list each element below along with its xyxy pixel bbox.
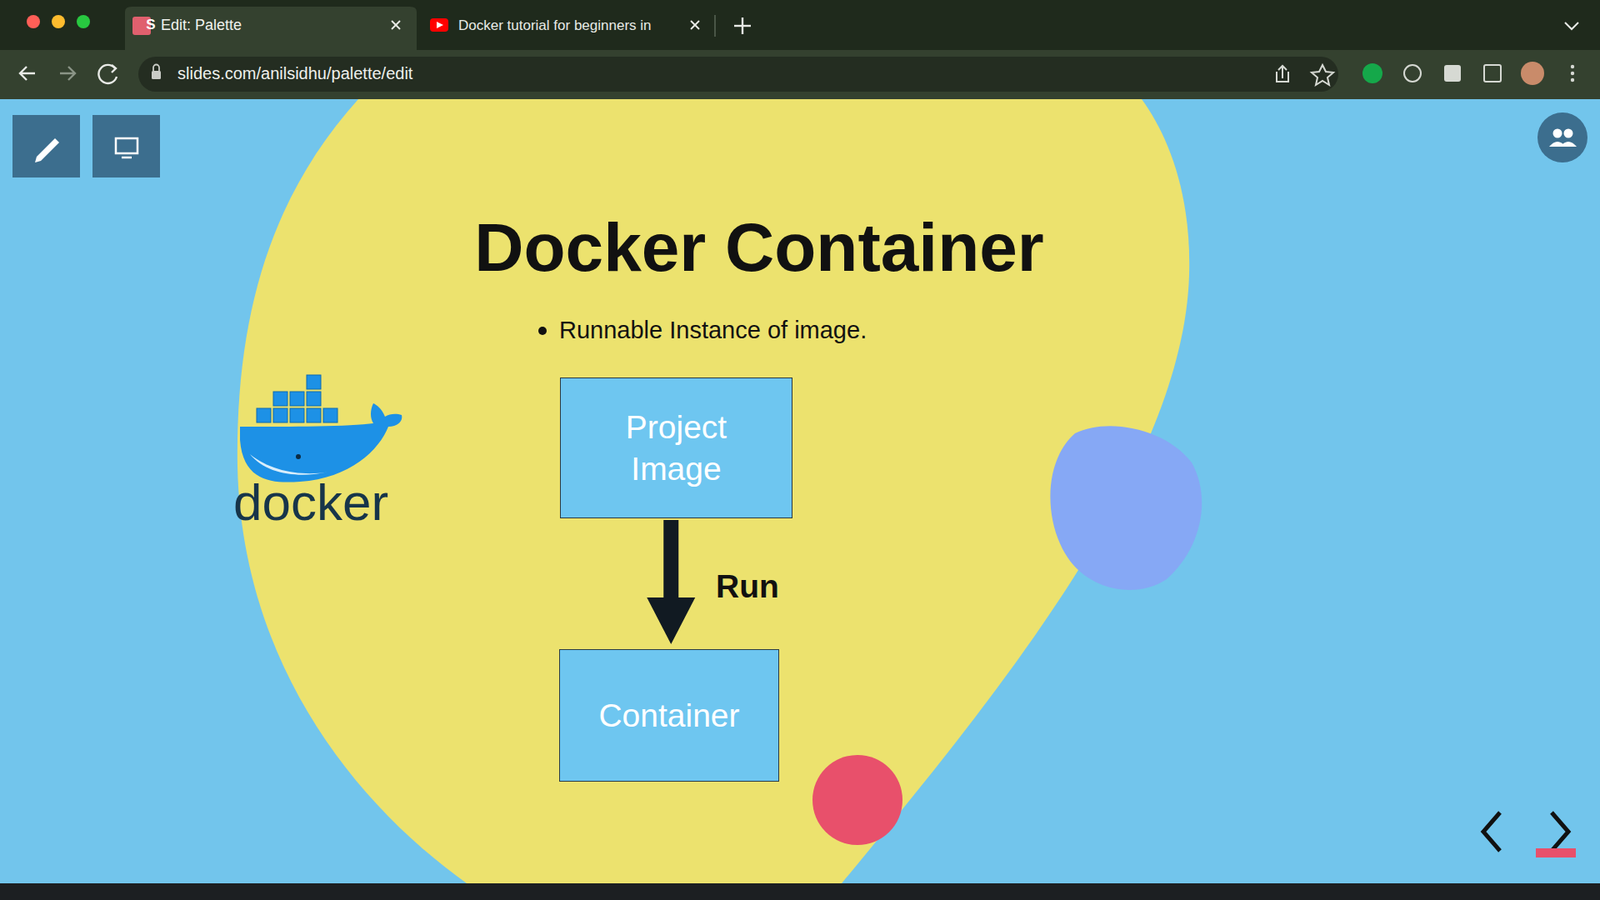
next-arrow bbox=[1551, 812, 1569, 851]
menu-icon bbox=[1570, 65, 1575, 82]
youtube-favicon bbox=[430, 18, 449, 32]
dock-strip bbox=[0, 883, 1600, 900]
bullet-text: Runnable Instance of image. bbox=[559, 315, 867, 345]
tab-close-icon bbox=[690, 20, 700, 30]
lock-shackle bbox=[153, 65, 160, 71]
collab-button bbox=[1537, 112, 1588, 163]
red-dot bbox=[812, 755, 903, 845]
prev-arrow bbox=[1483, 812, 1500, 851]
url-text: slides.com/anilsidhu/palette/edit bbox=[177, 63, 413, 84]
pencil-icon bbox=[35, 138, 60, 163]
tab-title: Docker tutorial for beginners in bbox=[458, 17, 652, 35]
tab-title: Edit: Palette bbox=[160, 16, 242, 35]
screen-stand bbox=[121, 156, 132, 160]
tab-separator bbox=[714, 15, 716, 37]
box-text: Project Image bbox=[594, 406, 759, 490]
tab-bar bbox=[0, 0, 1600, 50]
extension-icon bbox=[1404, 65, 1421, 82]
bullet-dot bbox=[538, 326, 547, 335]
edit-button bbox=[12, 115, 80, 178]
edge-label: Run bbox=[715, 567, 780, 607]
sidebar-icon bbox=[1484, 65, 1501, 82]
address-field bbox=[138, 56, 1339, 92]
arrow-shaft bbox=[663, 520, 679, 603]
box-text: Container bbox=[598, 695, 740, 737]
profile-avatar bbox=[1520, 61, 1545, 85]
favicon-letter: S bbox=[141, 16, 160, 34]
active-tab bbox=[125, 6, 417, 50]
people-icon bbox=[1549, 129, 1577, 148]
nav-buttons bbox=[20, 65, 117, 84]
window-close bbox=[26, 15, 40, 29]
new-tab-icon bbox=[734, 17, 751, 35]
blue-blob bbox=[1050, 425, 1202, 590]
toolbar-icons bbox=[1276, 65, 1334, 85]
tab-list-icon bbox=[1565, 22, 1579, 30]
docker-whale bbox=[240, 375, 402, 483]
window-zoom bbox=[76, 15, 90, 29]
extensions-icon bbox=[1444, 65, 1461, 82]
youtube-play bbox=[436, 21, 444, 29]
extension-icon bbox=[1362, 63, 1383, 84]
process-box: Container bbox=[559, 649, 780, 782]
logo-wordmark: docker bbox=[233, 471, 389, 534]
arrow-head bbox=[646, 597, 695, 645]
tab-close-icon bbox=[391, 20, 400, 30]
toolbar bbox=[0, 50, 1600, 100]
lock-icon bbox=[151, 70, 161, 80]
subscribe-badge bbox=[1535, 848, 1576, 858]
flow-arrow bbox=[646, 520, 695, 645]
present-button bbox=[92, 115, 160, 178]
slide-title: Docker Container bbox=[474, 208, 1045, 287]
screen-icon bbox=[115, 138, 138, 154]
window-minimize bbox=[51, 15, 65, 29]
process-box: Project Image bbox=[560, 377, 793, 519]
